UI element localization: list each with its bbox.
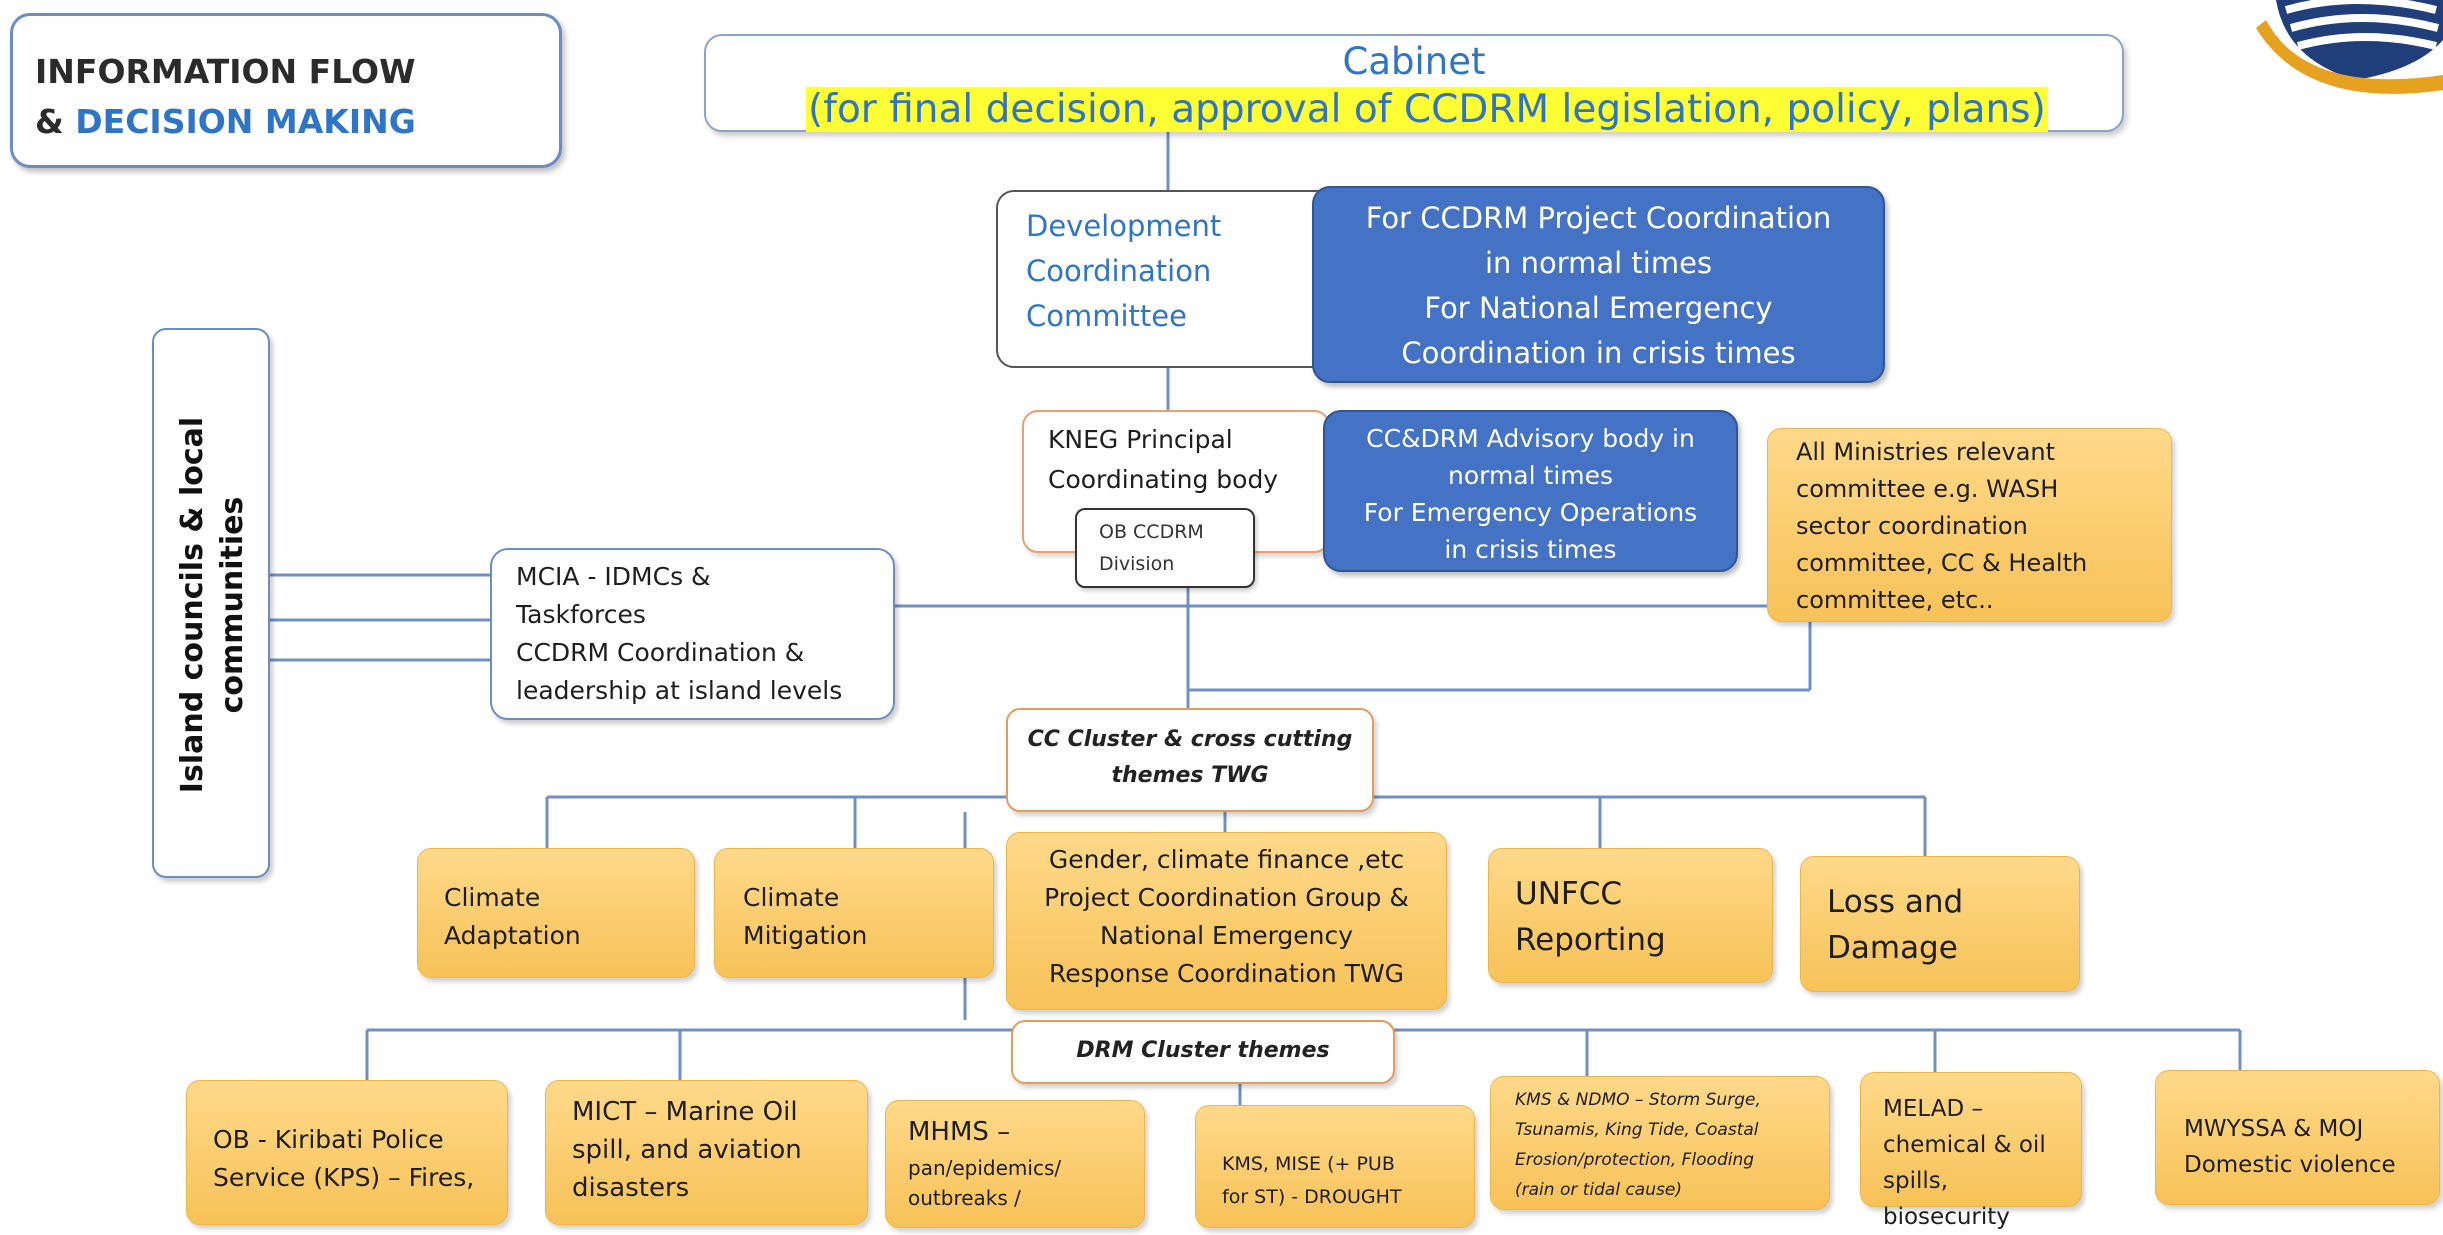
cc-theme-loss-damage: Loss and Damage <box>1800 856 2080 992</box>
drm-cluster-label: DRM Cluster themes <box>1076 1038 1330 1063</box>
drm-theme-police: OB - Kiribati Police Service (KPS) – Fir… <box>186 1080 508 1225</box>
drm-theme-label-sub: pan/epidemics/ outbreaks / <box>908 1156 1062 1210</box>
kneg-role-box: CC&DRM Advisory body in normal times For… <box>1323 410 1738 572</box>
cc-theme-label: Climate Adaptation <box>444 883 581 950</box>
ministries-label: All Ministries relevant committee e.g. W… <box>1796 438 2088 614</box>
kneg-label: KNEG Principal Coordinating body <box>1048 425 1279 494</box>
cc-cluster-label: CC Cluster & cross cutting themes TWG <box>1027 727 1353 788</box>
mcia-box: MCIA - IDMCs & Taskforces CCDRM Coordina… <box>490 548 895 720</box>
cc-theme-label: Loss and Damage <box>1827 884 1964 966</box>
mcia-label: MCIA - IDMCs & Taskforces CCDRM Coordina… <box>516 562 843 705</box>
drm-theme-label: MICT – Marine Oil spill, and aviation di… <box>572 1097 802 1203</box>
cabinet-box: Cabinet (for final decision, approval of… <box>704 34 2124 132</box>
drm-theme-label: OB - Kiribati Police Service (KPS) – Fir… <box>213 1125 475 1192</box>
kneg-role-label: CC&DRM Advisory body in normal times For… <box>1363 424 1698 564</box>
drm-theme-label: KMS, MISE (+ PUB for ST) - DROUGHT <box>1222 1153 1402 1208</box>
legend-box: INFORMATION FLOW & DECISION MAKING <box>10 13 562 168</box>
drm-theme-drought: KMS, MISE (+ PUB for ST) - DROUGHT <box>1195 1105 1475 1228</box>
drm-theme-mict: MICT – Marine Oil spill, and aviation di… <box>545 1080 868 1225</box>
wave-seal-logo-icon <box>2256 0 2443 94</box>
legend-line2-prefix: & <box>35 102 76 141</box>
cc-theme-climate-adaptation: Climate Adaptation <box>417 848 695 978</box>
cc-theme-label: UNFCC Reporting <box>1515 876 1666 958</box>
drm-theme-melad: MELAD – chemical & oil spills, biosecuri… <box>1860 1072 2082 1230</box>
ministries-box: All Ministries relevant committee e.g. W… <box>1767 428 2172 622</box>
cabinet-title: Cabinet <box>1342 40 1486 83</box>
drm-theme-mwyssa: MWYSSA & MOJ Domestic violence <box>2155 1070 2440 1205</box>
island-councils-box: Island councils & local communities <box>152 328 270 878</box>
drm-theme-label: KMS & NDMO – Storm Surge, Tsunamis, King… <box>1515 1090 1761 1200</box>
legend-line2-blue: DECISION MAKING <box>75 102 416 141</box>
island-councils-label: Island councils & local communities <box>175 416 250 794</box>
dcc-role-box: For CCDRM Project Coordination in normal… <box>1312 186 1885 383</box>
ob-ccdrm-label: OB CCDRM Division <box>1099 521 1204 575</box>
cc-theme-gender: Gender, climate finance ,etc Project Coo… <box>1006 832 1447 1010</box>
drm-theme-label: MELAD – chemical & oil spills, biosecuri… <box>1883 1096 2046 1230</box>
dcc-label: Development Coordination Committee <box>1026 209 1222 333</box>
cc-theme-label: Climate Mitigation <box>743 883 868 950</box>
drm-theme-label: MWYSSA & MOJ Domestic violence <box>2184 1116 2396 1178</box>
drm-theme-kms-ndmo: KMS & NDMO – Storm Surge, Tsunamis, King… <box>1490 1076 1830 1210</box>
legend-line1: INFORMATION FLOW <box>35 52 416 91</box>
cc-theme-label: Gender, climate finance ,etc Project Coo… <box>1044 845 1409 988</box>
drm-theme-label-main: MHMS – <box>908 1117 1011 1147</box>
dcc-box: Development Coordination Committee <box>996 190 1346 368</box>
cabinet-subtitle: (for final decision, approval of CCDRM l… <box>806 87 2048 132</box>
cc-cluster-box: CC Cluster & cross cutting themes TWG <box>1006 708 1374 812</box>
cc-theme-unfcc: UNFCC Reporting <box>1488 848 1773 983</box>
drm-theme-mhms: MHMS – pan/epidemics/ outbreaks / <box>885 1100 1145 1228</box>
legend-line2: & DECISION MAKING <box>35 102 416 141</box>
drm-cluster-box: DRM Cluster themes <box>1011 1020 1395 1084</box>
dcc-role-label: For CCDRM Project Coordination in normal… <box>1365 201 1832 370</box>
cc-theme-climate-mitigation: Climate Mitigation <box>714 848 994 978</box>
ob-ccdrm-box: OB CCDRM Division <box>1075 508 1255 588</box>
